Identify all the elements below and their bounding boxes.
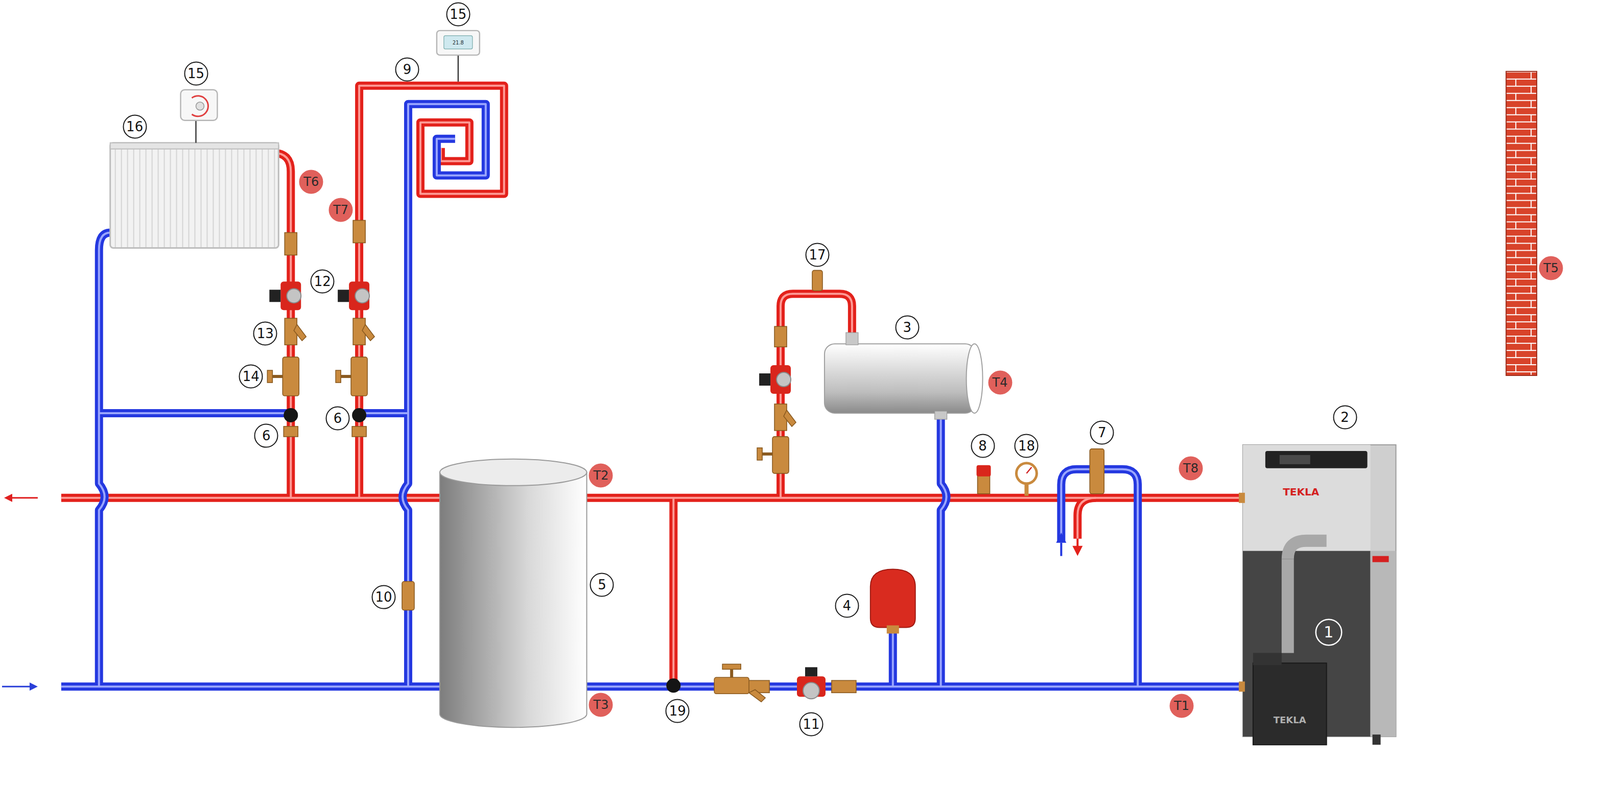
callout-circle [971,434,995,458]
callout-text: 16 [126,120,144,134]
callout-circle [299,169,324,194]
display-reading: 21.8 [452,40,464,46]
callout-circle [1179,456,1204,481]
callout-text: 6 [262,429,271,443]
sensor-marker: T8 [1178,456,1204,481]
sensor-marker: T7 [328,197,354,223]
sensor-marker: T5 [1538,255,1564,281]
callout-text: 13 [256,326,274,341]
callout-number: 18 [1014,433,1039,459]
callout-text: T4 [992,376,1008,389]
callout-number: 8 [970,433,996,459]
callout-text: 14 [242,369,260,384]
callout-text: 5 [597,578,607,592]
brand-name: TEKLA [1282,486,1320,498]
callout-circle [446,2,470,26]
callout-circle [895,316,919,340]
callout-circle [239,365,263,389]
callout-number: 6 [325,406,350,431]
callout-number: 17 [805,242,830,268]
callout-text: 19 [669,704,687,718]
callout-circle [590,573,614,597]
callout-text: 9 [403,62,412,77]
callout-text: T3 [593,698,609,712]
callout-text: T8 [1183,462,1199,475]
callout-text: 15 [187,66,205,81]
callout-text: 4 [842,599,852,613]
callout-number: 2 [1332,405,1358,430]
callout-number: 10 [371,584,396,610]
callout-circle [666,699,690,723]
callout-circle [311,270,335,294]
callout-number: 6 [253,423,279,449]
callout-number: 13 [252,321,278,346]
callout-number: 12 [310,269,335,294]
callout-text: 12 [314,274,332,289]
callout-circle [328,198,354,223]
callout-number: 15 [183,61,209,86]
sensor-marker: T6 [298,169,324,195]
callout-number: 7 [1089,420,1115,445]
callout-text: T7 [333,203,349,217]
sensor-marker: T4 [987,370,1013,395]
callout-text: T6 [303,175,319,188]
callout-circle [799,713,823,737]
callout-number: 14 [238,364,264,389]
callout-circle [589,693,614,718]
callout-number: 1 [1314,618,1343,647]
callout-number: 11 [798,712,824,737]
callout-circle [184,61,208,85]
callout-text: 1 [1323,624,1334,641]
callout-number: 3 [895,315,920,340]
callout-circle [123,114,147,138]
callout-circle [835,594,859,618]
sensor-marker: T1 [1169,693,1194,719]
brand-name: TEKLA [1273,715,1307,725]
callout-number: 9 [394,57,420,82]
sensor-marker: T3 [588,692,614,718]
callout-text: 18 [1018,439,1035,453]
callout-number: 15 [445,2,471,27]
callout-circle [805,243,829,267]
callout-number: 19 [665,698,690,724]
callout-circle [1169,694,1194,719]
callout-number: 16 [122,114,148,139]
callout-circle [589,463,614,488]
callout-text: T5 [1543,262,1559,275]
callout-text: T1 [1173,699,1190,713]
callout-circle [1015,434,1039,458]
callout-text: 17 [808,248,826,262]
callout-circle [395,57,419,81]
callout-text: 6 [333,411,343,426]
callout-text: 8 [978,439,987,453]
callout-circle [253,322,277,346]
sensor-marker: T2 [588,463,614,488]
callout-circle [1539,256,1564,281]
callout-text: T2 [593,469,609,482]
callout-number: 5 [589,572,615,598]
callout-text: 2 [1340,410,1350,425]
callout-circle [987,370,1013,395]
callout-text: 10 [374,590,392,604]
callout-text: 15 [449,7,467,21]
callout-circle [1090,420,1114,444]
callout-circle [254,424,278,447]
callout-text: 7 [1097,426,1107,440]
callout-circle [326,406,350,430]
callout-text: 11 [802,717,820,732]
callout-circle [1315,619,1342,646]
callout-number: 4 [834,593,860,619]
callout-circle [1333,405,1357,429]
callout-circle [372,585,396,609]
callout-text: 3 [902,320,912,335]
